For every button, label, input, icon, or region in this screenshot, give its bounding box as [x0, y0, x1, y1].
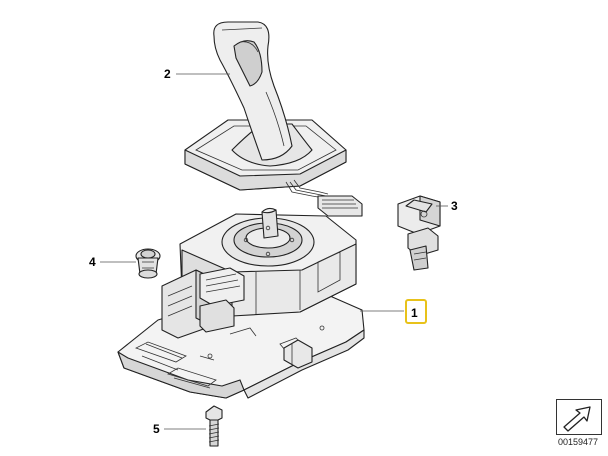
callout-1[interactable]: 1 [411, 306, 418, 320]
part-clip[interactable] [135, 248, 161, 279]
part-gear-knob[interactable] [184, 21, 363, 217]
corner-arrow-icon[interactable] [556, 399, 602, 435]
part-screw[interactable] [205, 405, 223, 447]
callout-3[interactable]: 3 [451, 199, 458, 213]
callout-highlight-box [405, 299, 427, 324]
part-selector-housing[interactable] [117, 207, 365, 399]
part-connector[interactable] [397, 195, 441, 271]
callout-2[interactable]: 2 [164, 67, 171, 81]
callout-4[interactable]: 4 [89, 255, 96, 269]
reference-code: 00159477 [558, 437, 599, 447]
callout-5[interactable]: 5 [153, 422, 160, 436]
